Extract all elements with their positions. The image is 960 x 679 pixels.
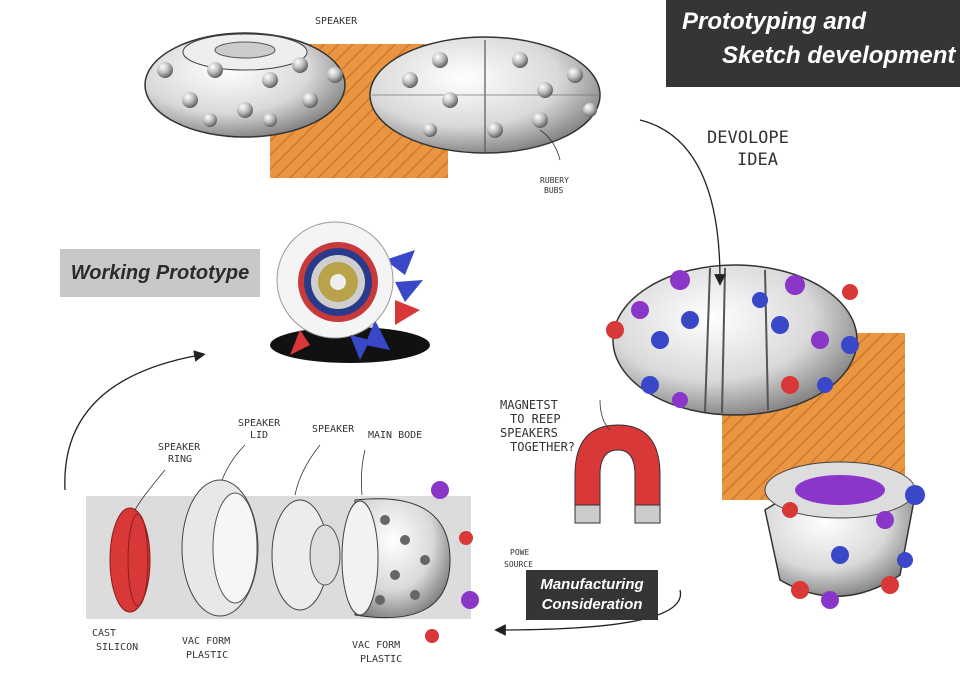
manufacturing-line-1: Manufacturing (540, 576, 644, 593)
working-prototype-render (270, 221, 430, 363)
label-speaker-part: SPEAKER (312, 424, 355, 435)
label-speaker-lid-2: LID (250, 430, 269, 441)
label-speaker-ring-1: SPEAKER (158, 442, 201, 453)
label-vac-form-a-2: PLASTIC (186, 650, 229, 661)
bud-red-1 (459, 531, 473, 545)
exploded-main-body (341, 498, 451, 619)
label-magnet-3: SPEAKERS (500, 426, 558, 440)
label-main-bode: MAIN BODE (368, 430, 423, 441)
bud-purple-1 (431, 481, 449, 499)
page-title-line-2: Sketch development (722, 42, 956, 69)
developed-speaker-lower (764, 461, 925, 609)
label-develope-1: DEVOLOPE (707, 128, 789, 148)
leader-rubbery (539, 129, 561, 161)
label-vac-form-b-1: VAC FORM (352, 640, 401, 651)
label-develope-2: IDEA (737, 150, 778, 170)
leader-speaker-lid (221, 444, 246, 481)
manufacturing-line-2: Consideration (541, 596, 643, 613)
label-rubbery-2: BUBS (544, 186, 564, 195)
label-speaker-ring-2: RING (168, 454, 193, 465)
speaker-sketch-top-right (369, 36, 601, 154)
speaker-sketch-top-left (144, 32, 346, 138)
page-title-line-1: Prototyping and (682, 8, 866, 35)
magnet-sketch (574, 424, 661, 524)
developed-speaker-upper (606, 264, 859, 416)
leader-speaker-ring (134, 469, 166, 511)
leader-main-body (361, 449, 366, 496)
label-cast-silicon-1: CAST (92, 628, 117, 639)
label-magnet-1: MAGNETST (500, 398, 558, 412)
label-vac-form-a-1: VAC FORM (182, 636, 231, 647)
exploded-speaker-lid (181, 479, 259, 617)
label-speaker-lid-1: SPEAKER (238, 418, 281, 429)
label-cast-silicon-2: SILICON (96, 642, 139, 653)
label-rubbery-1: RUBERY (540, 176, 569, 185)
leader-speaker (294, 444, 321, 496)
arrow-to-develope (639, 119, 726, 286)
label-speaker-top: SPEAKER (315, 16, 358, 27)
arrow-to-prototype (64, 350, 206, 491)
exploded-speaker-ring (109, 507, 151, 613)
bud-red-2 (425, 629, 439, 643)
label-power-source-2: SOURCE (504, 560, 533, 569)
label-power-source-1: POWE (510, 548, 530, 557)
label-magnet-4: TOGETHER? (510, 440, 576, 454)
bud-purple-2 (461, 591, 479, 609)
leader-magnet (599, 399, 611, 431)
label-vac-form-b-2: PLASTIC (360, 654, 403, 665)
page-title-box: Prototyping and Sketch development (666, 0, 960, 87)
exploded-speaker (271, 499, 341, 611)
manufacturing-consideration-badge: Manufacturing Consideration (526, 570, 658, 620)
label-magnet-2: TO REEP (510, 412, 561, 426)
working-prototype-badge: Working Prototype (60, 249, 260, 297)
